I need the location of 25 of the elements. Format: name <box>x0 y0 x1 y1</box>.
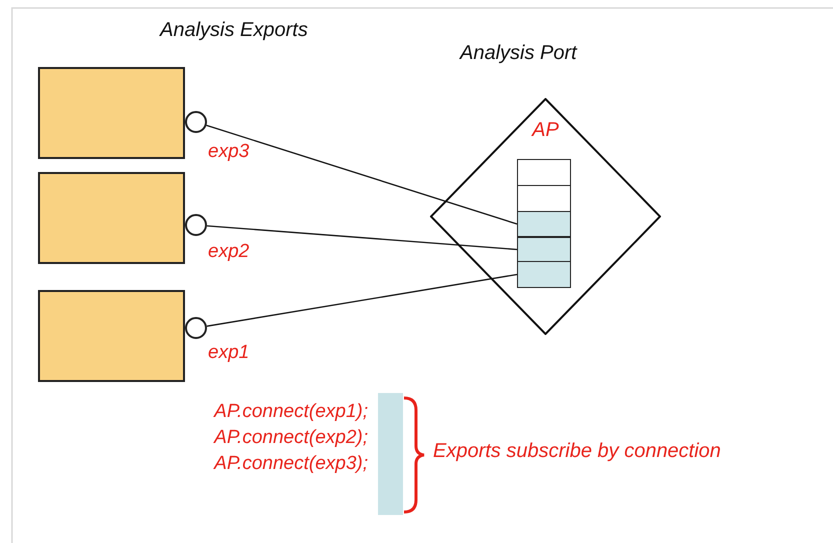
connection-line <box>206 124 518 225</box>
port-label: AP <box>532 120 559 140</box>
queue-slot <box>517 159 571 186</box>
connection-line <box>206 274 518 327</box>
queue-slot <box>517 237 571 262</box>
export-box <box>38 290 185 382</box>
export-box <box>38 172 185 264</box>
annotation-note: Exports subscribe by connection <box>433 441 721 461</box>
export-port-circle <box>185 214 207 236</box>
export-box <box>38 67 185 159</box>
queue-slot <box>517 185 571 212</box>
export-label: exp3 <box>208 142 250 161</box>
connection-line <box>206 225 518 250</box>
code-line: AP.connect(exp1); <box>214 402 368 421</box>
export-label: exp2 <box>208 242 250 261</box>
export-port-circle <box>185 317 207 339</box>
port-diamond <box>430 98 661 335</box>
code-line: AP.connect(exp2); <box>214 428 368 447</box>
export-port-circle <box>185 111 207 133</box>
queue-slot <box>517 211 571 237</box>
queue-slot <box>517 261 571 288</box>
section-heading: Analysis Port <box>460 43 577 63</box>
section-heading: Analysis Exports <box>160 20 308 40</box>
export-label: exp1 <box>208 343 250 362</box>
code-line: AP.connect(exp3); <box>214 454 368 473</box>
